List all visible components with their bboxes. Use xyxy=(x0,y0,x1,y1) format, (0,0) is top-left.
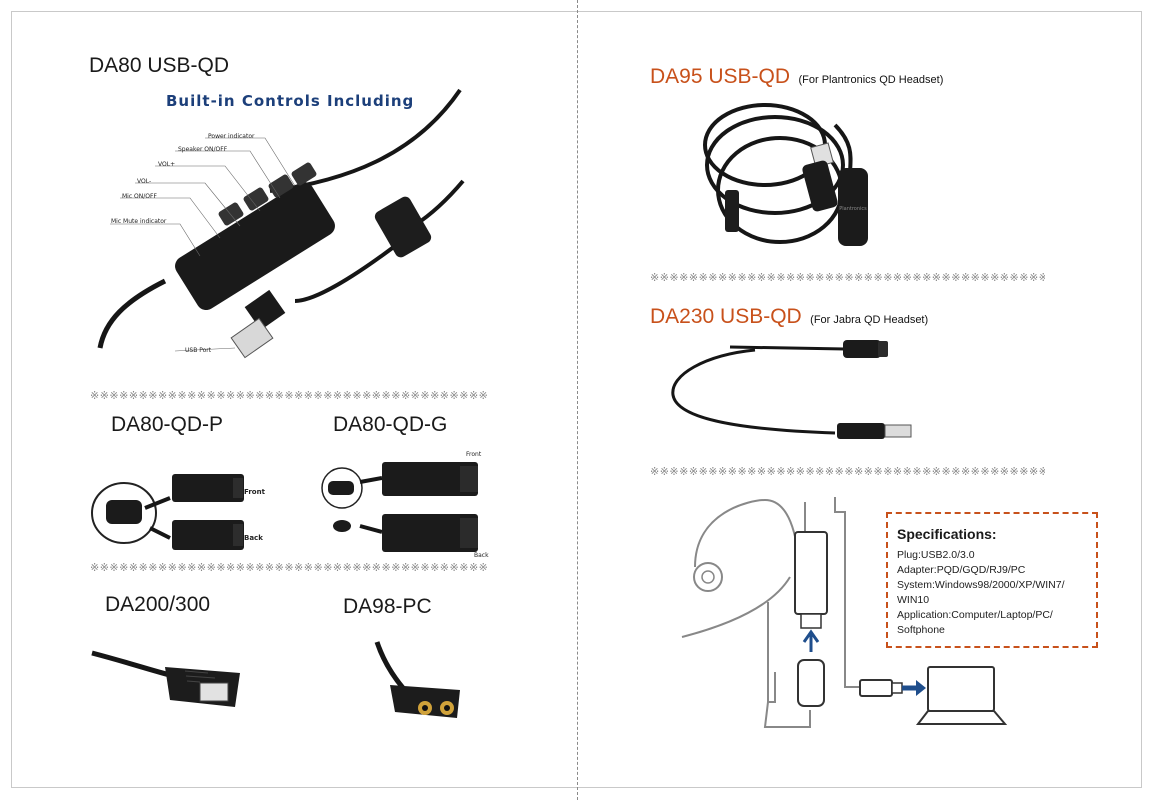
headset-icon xyxy=(693,562,723,592)
separator-right-1: ※※※※※※※※※※※※※※※※※※※※※※※※※※※※※※※※※※※※※※※※… xyxy=(650,272,1045,284)
qd-g-connector-image xyxy=(321,462,478,552)
usb-port-label: USB Port xyxy=(185,347,212,354)
connection-diagram xyxy=(681,497,1008,728)
laptop-icon xyxy=(927,666,995,712)
qd-p-back-label: Back xyxy=(244,534,263,542)
spec-line: System:Windows98/2000/XP/WIN7/ xyxy=(897,579,1065,591)
separator-left-1: ※※※※※※※※※※※※※※※※※※※※※※※※※※※※※※※※※※※※※※※※… xyxy=(90,390,489,402)
callout-mic-mute: Mic Mute indicator xyxy=(111,218,167,225)
spec-line: Adapter:PQD/GQD/RJ9/PC xyxy=(897,564,1026,576)
da230-heading: DA230 USB-QD (For Jabra QD Headset) xyxy=(650,305,928,329)
spec-line: Application:Computer/Laptop/PC/ xyxy=(897,609,1053,621)
da230-title: DA230 USB-QD xyxy=(650,305,802,328)
separator-right-2: ※※※※※※※※※※※※※※※※※※※※※※※※※※※※※※※※※※※※※※※※… xyxy=(650,466,1045,478)
da230-note: (For Jabra QD Headset) xyxy=(810,314,929,326)
da95-heading: DA95 USB-QD (For Plantronics QD Headset) xyxy=(650,65,943,89)
page-frame xyxy=(11,11,1142,788)
da95-cable-image: Plantronics xyxy=(703,103,868,246)
qd-p-connector-image xyxy=(91,474,244,550)
usb-plug-icon xyxy=(859,679,893,697)
da80-qd-p-title: DA80-QD-P xyxy=(111,413,224,436)
da95-title: DA95 USB-QD xyxy=(650,65,791,88)
callout-power-indicator: Power indicator xyxy=(208,133,255,140)
da98-title: DA98-PC xyxy=(343,595,432,618)
da95-connector-text: Plantronics xyxy=(839,206,867,212)
page-divider xyxy=(577,0,578,800)
arrow-up-icon xyxy=(802,629,820,652)
spec-line: Softphone xyxy=(897,624,945,636)
controls-heading: Built-in Controls Including xyxy=(166,92,415,110)
da80-qd-g-title: DA80-QD-G xyxy=(333,413,448,436)
qd-g-back-label: Back xyxy=(474,552,489,559)
specifications-box: Specifications: Plug:USB2.0/3.0 Adapter:… xyxy=(886,512,1098,648)
usb-adapter-icon xyxy=(794,531,828,615)
qd-p-front-label: Front xyxy=(244,488,265,496)
qd-g-front-label: Front xyxy=(466,451,482,458)
callout-mic-onoff: Mic ON/OFF xyxy=(122,193,157,200)
spec-line: Plug:USB2.0/3.0 xyxy=(897,549,975,561)
callout-vol-up: VOL+ xyxy=(158,161,176,168)
qd-connector-icon xyxy=(797,659,825,707)
da200-title: DA200/300 xyxy=(105,593,211,616)
da230-cable-image xyxy=(671,340,912,439)
separator-left-2: ※※※※※※※※※※※※※※※※※※※※※※※※※※※※※※※※※※※※※※※※… xyxy=(90,562,489,574)
specifications-title: Specifications: xyxy=(897,526,997,542)
da98-pc-image xyxy=(374,641,460,718)
arrow-right-icon xyxy=(916,680,926,696)
da95-note: (For Plantronics QD Headset) xyxy=(798,74,944,86)
headset-cord xyxy=(767,602,776,703)
da80-title: DA80 USB-QD xyxy=(89,54,230,77)
da200-rj9-image xyxy=(91,650,240,707)
da80-cable-image xyxy=(97,88,465,359)
callout-vol-down: VOL- xyxy=(137,178,152,185)
headset-mic-boom xyxy=(681,576,791,638)
callout-speaker: Speaker ON/OFF xyxy=(178,146,228,153)
spec-line: WIN10 xyxy=(897,594,930,606)
